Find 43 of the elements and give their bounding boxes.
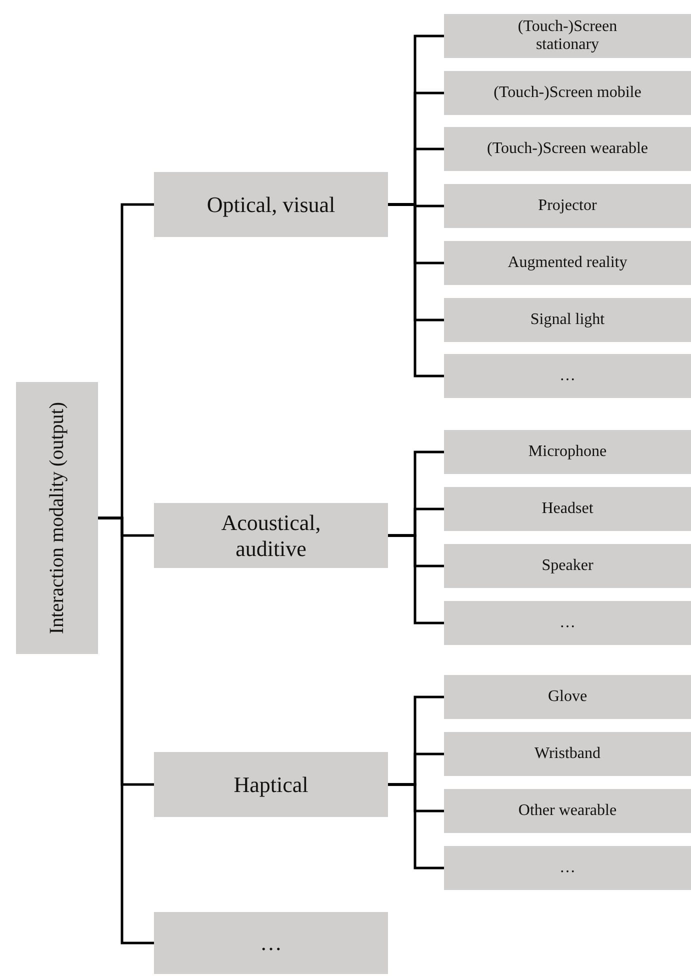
node-label: Haptical — [234, 772, 308, 798]
node-label: Glove — [548, 688, 588, 706]
node-label: (Touch-)Screen stationary — [516, 18, 618, 54]
node-label: Speaker — [542, 556, 594, 576]
node-label: Interaction modality (output) — [46, 402, 68, 634]
node-label: … — [560, 614, 576, 632]
node-label: Acoustical, auditive — [220, 510, 322, 561]
device-box — [444, 298, 691, 342]
device-box — [444, 601, 691, 645]
device-box — [444, 789, 691, 833]
connector-line — [388, 534, 444, 624]
device-box — [444, 184, 691, 228]
device-box — [444, 241, 691, 285]
device-box — [444, 544, 691, 588]
node-label: Optical, visual — [206, 192, 336, 218]
category-box — [154, 172, 388, 237]
device-box — [444, 127, 691, 171]
node-label: Augmented reality — [508, 254, 628, 272]
device-box — [444, 675, 691, 719]
node-label: … — [560, 366, 576, 386]
node-label: Headset — [542, 500, 594, 518]
device-box — [444, 430, 691, 474]
device-box — [444, 846, 691, 890]
node-label: Microphone — [528, 442, 607, 462]
category-box — [154, 752, 388, 817]
node-label: … — [260, 930, 282, 956]
category-box — [154, 503, 388, 568]
device-box — [444, 732, 691, 776]
connector-line — [98, 516, 154, 944]
device-box — [444, 14, 691, 58]
device-box — [444, 354, 691, 398]
node-label: (Touch-)Screen mobile — [494, 84, 642, 102]
node-label: Projector — [538, 196, 597, 216]
connector-line — [388, 783, 444, 870]
root-box — [16, 382, 98, 654]
device-box — [444, 487, 691, 531]
node-label: (Touch-)Screen wearable — [486, 140, 648, 158]
node-label: Other wearable — [518, 802, 617, 820]
device-box — [444, 71, 691, 115]
node-label: Signal light — [530, 310, 605, 330]
node-label: … — [560, 858, 576, 878]
category-box — [154, 912, 388, 974]
node-label: Wristband — [534, 744, 600, 764]
